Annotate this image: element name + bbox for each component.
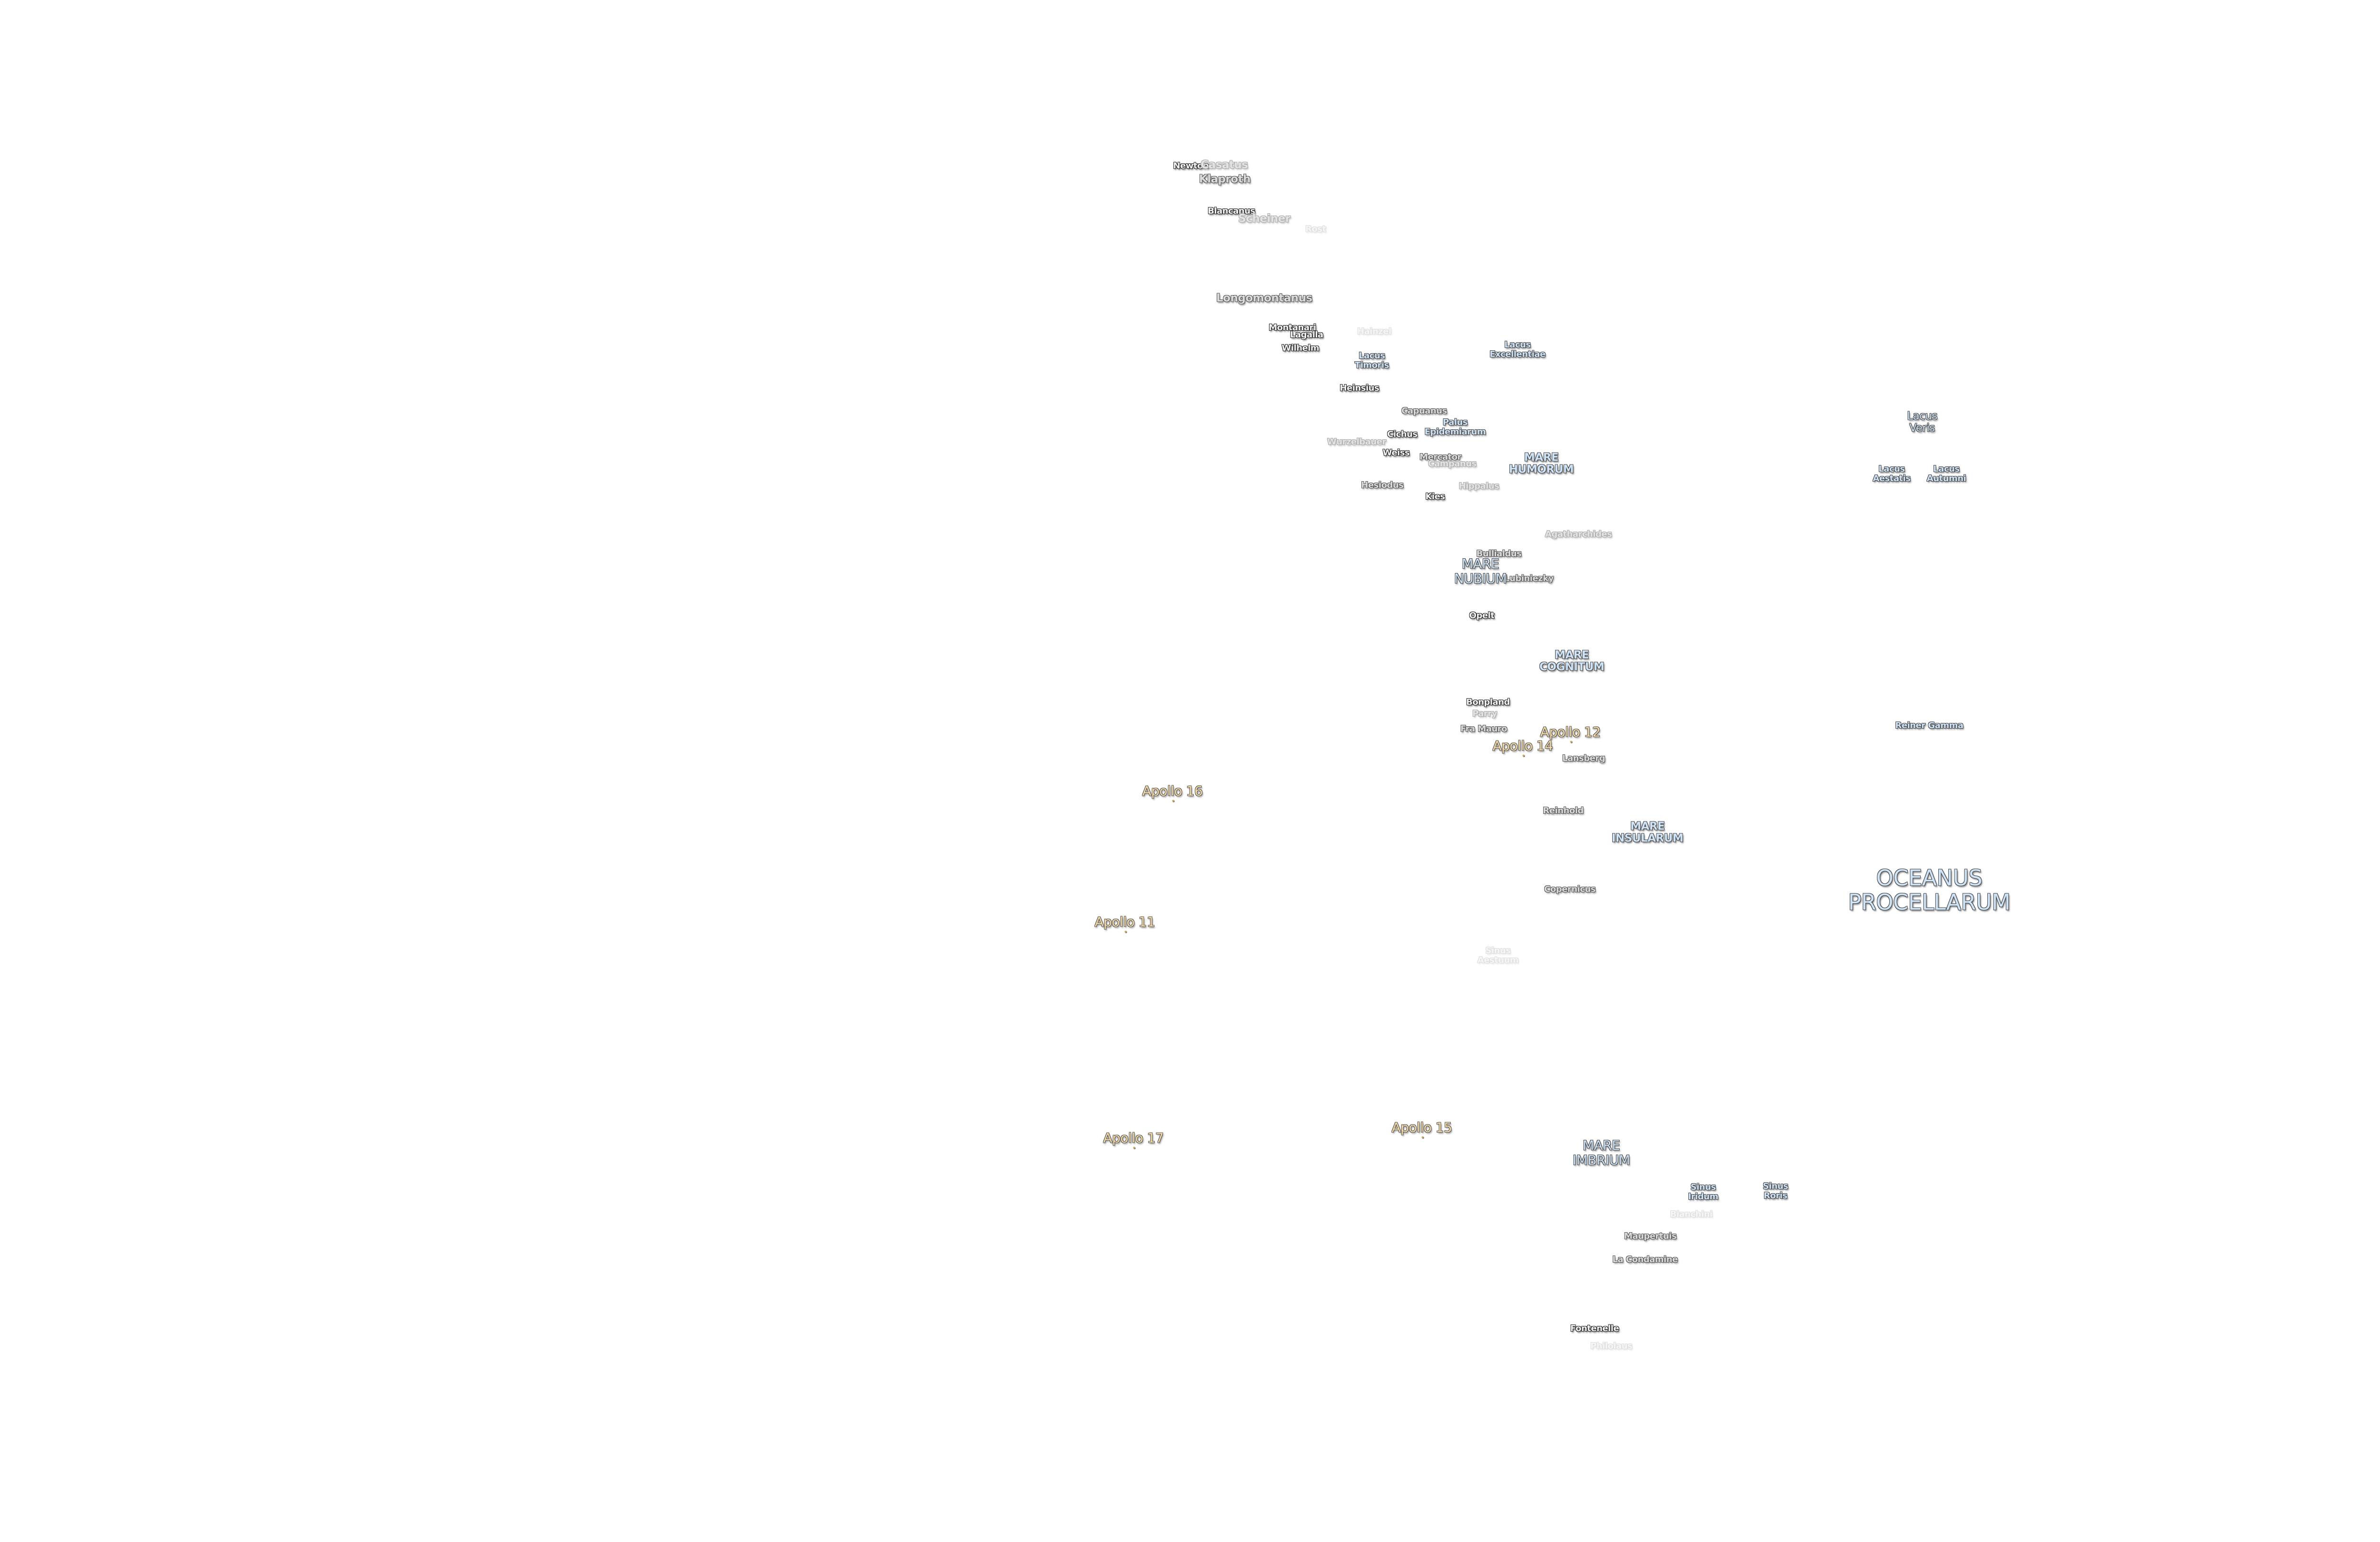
crater-label-copernicus: Copernicus — [1544, 884, 1596, 895]
crater-label-fontenelle: Fontenelle — [1570, 1324, 1619, 1334]
crater-label-wilhelm: Wilhelm — [1281, 343, 1319, 354]
crater-label-klaproth: Klaproth — [1199, 173, 1251, 186]
crater-label-la-condamine: La Condamine — [1612, 1255, 1678, 1265]
crater-label-lubiniezky: Lubiniezky — [1504, 573, 1554, 584]
crater-label-longomontanus: Longomontanus — [1216, 292, 1312, 305]
crater-label-hainzel: Hainzel — [1357, 326, 1391, 337]
crater-label-casatus: Casatus — [1200, 158, 1248, 171]
sea-label-mare-imbrium: MARE IMBRIUM — [1572, 1137, 1630, 1168]
landing-site-apollo-14: Apollo 14 — [1492, 738, 1553, 757]
crater-label-parry: Parry — [1472, 709, 1497, 719]
crater-label-blancanus: Blancanus — [1208, 206, 1255, 217]
sea-label-mare-cognitum: MARE COGNITUM — [1539, 649, 1605, 673]
sea-label-lacus-autumni: Lacus Autumni — [1926, 464, 1966, 484]
crater-label-mercator: Mercator — [1419, 452, 1461, 463]
sea-label-sinus-aestuum: Sinus Aestuum — [1477, 946, 1519, 965]
sea-label-sinus-roris: Sinus Roris — [1763, 1181, 1788, 1201]
sea-label-sinus-iridum: Sinus Iridum — [1688, 1182, 1718, 1202]
landing-site-apollo-16: Apollo 16 — [1142, 783, 1203, 802]
crater-label-bianchini: Bianchini — [1670, 1209, 1713, 1220]
sea-label-mare-nubium: MARE NUBIUM — [1454, 556, 1507, 586]
crater-label-opelt: Opelt — [1469, 611, 1495, 621]
crater-label-kies: Kies — [1425, 492, 1445, 502]
crater-label-lagalla: Lagalla — [1290, 330, 1323, 340]
landing-site-apollo-12: Apollo 12 — [1540, 724, 1601, 743]
sea-label-lacus-veris: Lacus Veris — [1907, 410, 1937, 435]
feature-label-reiner-gamma: Reiner Gamma — [1895, 721, 1964, 731]
landing-site-apollo-17: Apollo 17 — [1103, 1130, 1164, 1149]
crater-label-montanari: Montanari — [1269, 323, 1316, 333]
crater-label-bullialdus: Bullialdus — [1476, 549, 1522, 559]
crater-label-weiss: Weiss — [1382, 448, 1410, 458]
crater-label-newton: Newton — [1173, 161, 1209, 171]
crater-label-wurzelbauer: Wurzelbauer — [1327, 437, 1386, 447]
sea-label-mare-humorum: MARE HUMORUM — [1508, 451, 1574, 476]
crater-label-bonpland: Bonpland — [1466, 697, 1510, 708]
crater-label-agatharchides: Agatharchides — [1545, 529, 1612, 540]
sea-label-mare-insularum: MARE INSULARUM — [1611, 820, 1684, 845]
sea-label-lacus-timoris: Lacus Timoris — [1355, 351, 1389, 370]
crater-label-lansberg: Lansberg — [1562, 753, 1606, 764]
crater-label-reinhold: Reinhold — [1543, 806, 1584, 816]
crater-label-scheiner: Scheiner — [1238, 212, 1290, 225]
crater-label-capuanus: Capuanus — [1401, 406, 1447, 416]
crater-label-hesiodus: Hesiodus — [1361, 480, 1404, 491]
crater-label-cichus: Cichus — [1387, 429, 1418, 440]
crater-label-heinsius: Heinsius — [1339, 383, 1379, 394]
crater-label-maupertuis: Maupertuis — [1624, 1231, 1677, 1242]
sea-label-lacus-excellentiae: Lacus Excellentiae — [1489, 340, 1546, 359]
crater-label-rost: Rost — [1305, 224, 1326, 235]
crater-label-campanus: Campanus — [1428, 459, 1477, 469]
crater-label-hippalus: Hippalus — [1458, 481, 1499, 492]
sea-label-palus-epidemiarum: Palus Epidemiarum — [1424, 417, 1486, 437]
landing-site-apollo-15: Apollo 15 — [1391, 1119, 1452, 1138]
sea-label-oceanus-procellarum: OCEANUS PROCELLARUM — [1848, 865, 2011, 915]
crater-label-philolaus: Philolaus — [1590, 1341, 1633, 1352]
crater-label-fra-mauro: Fra Mauro — [1460, 724, 1507, 734]
landing-site-apollo-11: Apollo 11 — [1094, 914, 1155, 933]
sea-label-lacus-aestatis: Lacus Aestatis — [1873, 464, 1911, 484]
